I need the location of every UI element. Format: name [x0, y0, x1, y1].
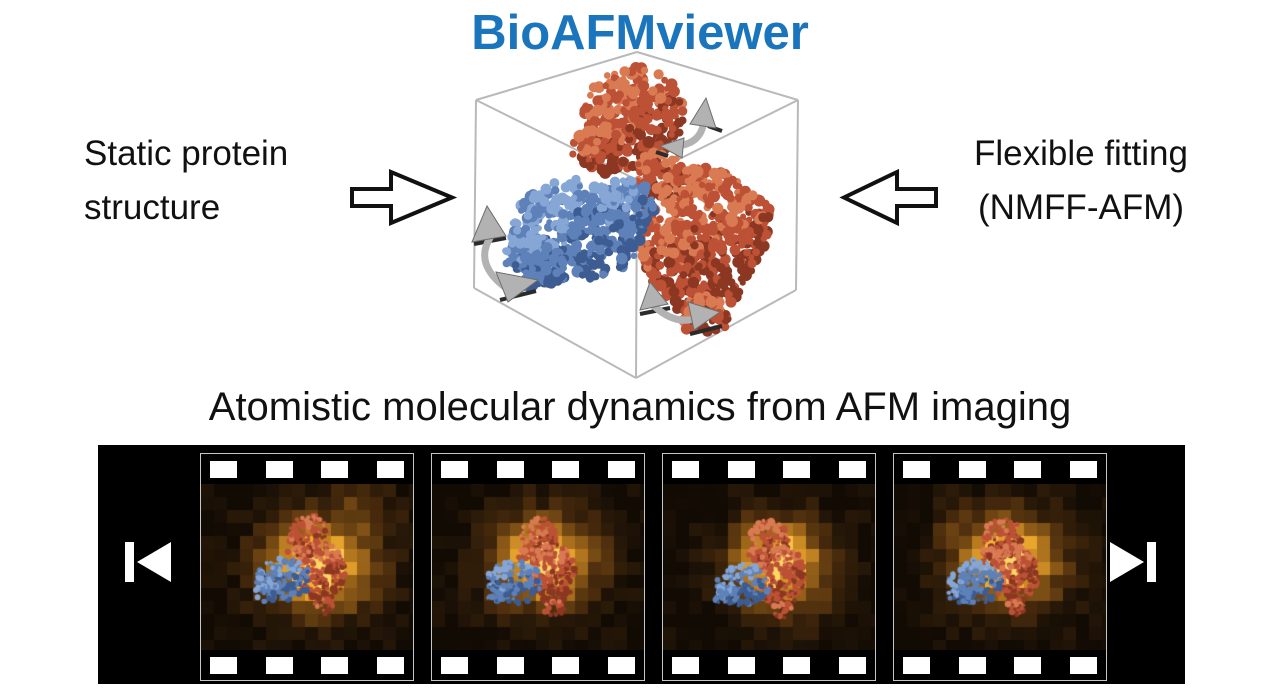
skip-to-last-button[interactable] [1109, 542, 1157, 582]
label-line: structure [84, 188, 221, 227]
figure-title: BioAFMviewer [471, 6, 809, 60]
film-frame-3 [662, 453, 876, 681]
label-flexible-fitting: Flexible fitting (NMFF-AFM) [936, 127, 1226, 235]
sprocket-hole [265, 656, 293, 674]
sprocket-hole [903, 460, 930, 478]
sprocket-hole [1069, 460, 1097, 478]
protein-red-domain [569, 61, 775, 337]
sprocket-hole [441, 460, 468, 478]
sprocket-hole [265, 460, 293, 478]
rotation-arrow-bottom-icon [639, 280, 723, 336]
label-static-protein-structure: Static protein structure [84, 127, 288, 235]
label-line: Flexible fitting [974, 134, 1188, 173]
sprocket-hole [903, 656, 930, 674]
sprocket-hole [607, 656, 635, 674]
afm-frame-image [201, 484, 413, 650]
figure-subtitle: Atomistic molecular dynamics from AFM im… [208, 385, 1072, 429]
rotation-arrow-left-icon [471, 204, 540, 303]
sprocket-hole [210, 656, 237, 674]
afm-frame-image [894, 484, 1106, 650]
protein-blue-domain [502, 174, 660, 293]
sprocket-hole [321, 656, 349, 674]
sprocket-hole [552, 656, 580, 674]
film-frame-4 [893, 453, 1107, 681]
sprocket-hole-row [663, 650, 875, 680]
sprocket-hole [210, 460, 237, 478]
sprocket-hole-row [894, 454, 1106, 484]
sprocket-hole [607, 460, 635, 478]
sprocket-hole [838, 656, 866, 674]
sprocket-hole [1069, 656, 1097, 674]
sprocket-hole [552, 460, 580, 478]
film-frame-2 [431, 453, 645, 681]
sprocket-hole [496, 460, 524, 478]
afm-frame-image [663, 484, 875, 650]
sprocket-hole-row [201, 650, 413, 680]
sprocket-hole [727, 656, 755, 674]
sprocket-hole [672, 656, 699, 674]
sprocket-hole [958, 656, 986, 674]
sprocket-hole [672, 460, 699, 478]
sprocket-hole [376, 656, 404, 674]
sprocket-hole-row [201, 454, 413, 484]
sprocket-hole [321, 460, 349, 478]
film-frame-1 [200, 453, 414, 681]
skip-to-first-button[interactable] [124, 542, 172, 582]
rotation-arrows [471, 96, 723, 336]
sprocket-hole [441, 656, 468, 674]
sprocket-hole [1014, 460, 1042, 478]
arrow-left-outline-icon [839, 168, 938, 227]
rotation-arrow-top-right-icon [655, 96, 723, 159]
afm-frame-image [432, 484, 644, 650]
sprocket-hole [783, 460, 811, 478]
arrow-right-outline-icon [350, 168, 458, 227]
sprocket-hole [958, 460, 986, 478]
sprocket-hole-row [432, 454, 644, 484]
simulation-box-wireframe [473, 51, 799, 379]
sprocket-hole [496, 656, 524, 674]
sprocket-hole-row [894, 650, 1106, 680]
sprocket-hole [1014, 656, 1042, 674]
sprocket-hole [783, 656, 811, 674]
sprocket-hole-row [663, 454, 875, 484]
sprocket-hole-row [432, 650, 644, 680]
label-line: Static protein [84, 134, 289, 173]
filmstrip [98, 445, 1185, 684]
sprocket-hole [727, 460, 755, 478]
sprocket-hole [838, 460, 866, 478]
sprocket-hole [376, 460, 404, 478]
label-line: (NMFF-AFM) [977, 188, 1185, 227]
